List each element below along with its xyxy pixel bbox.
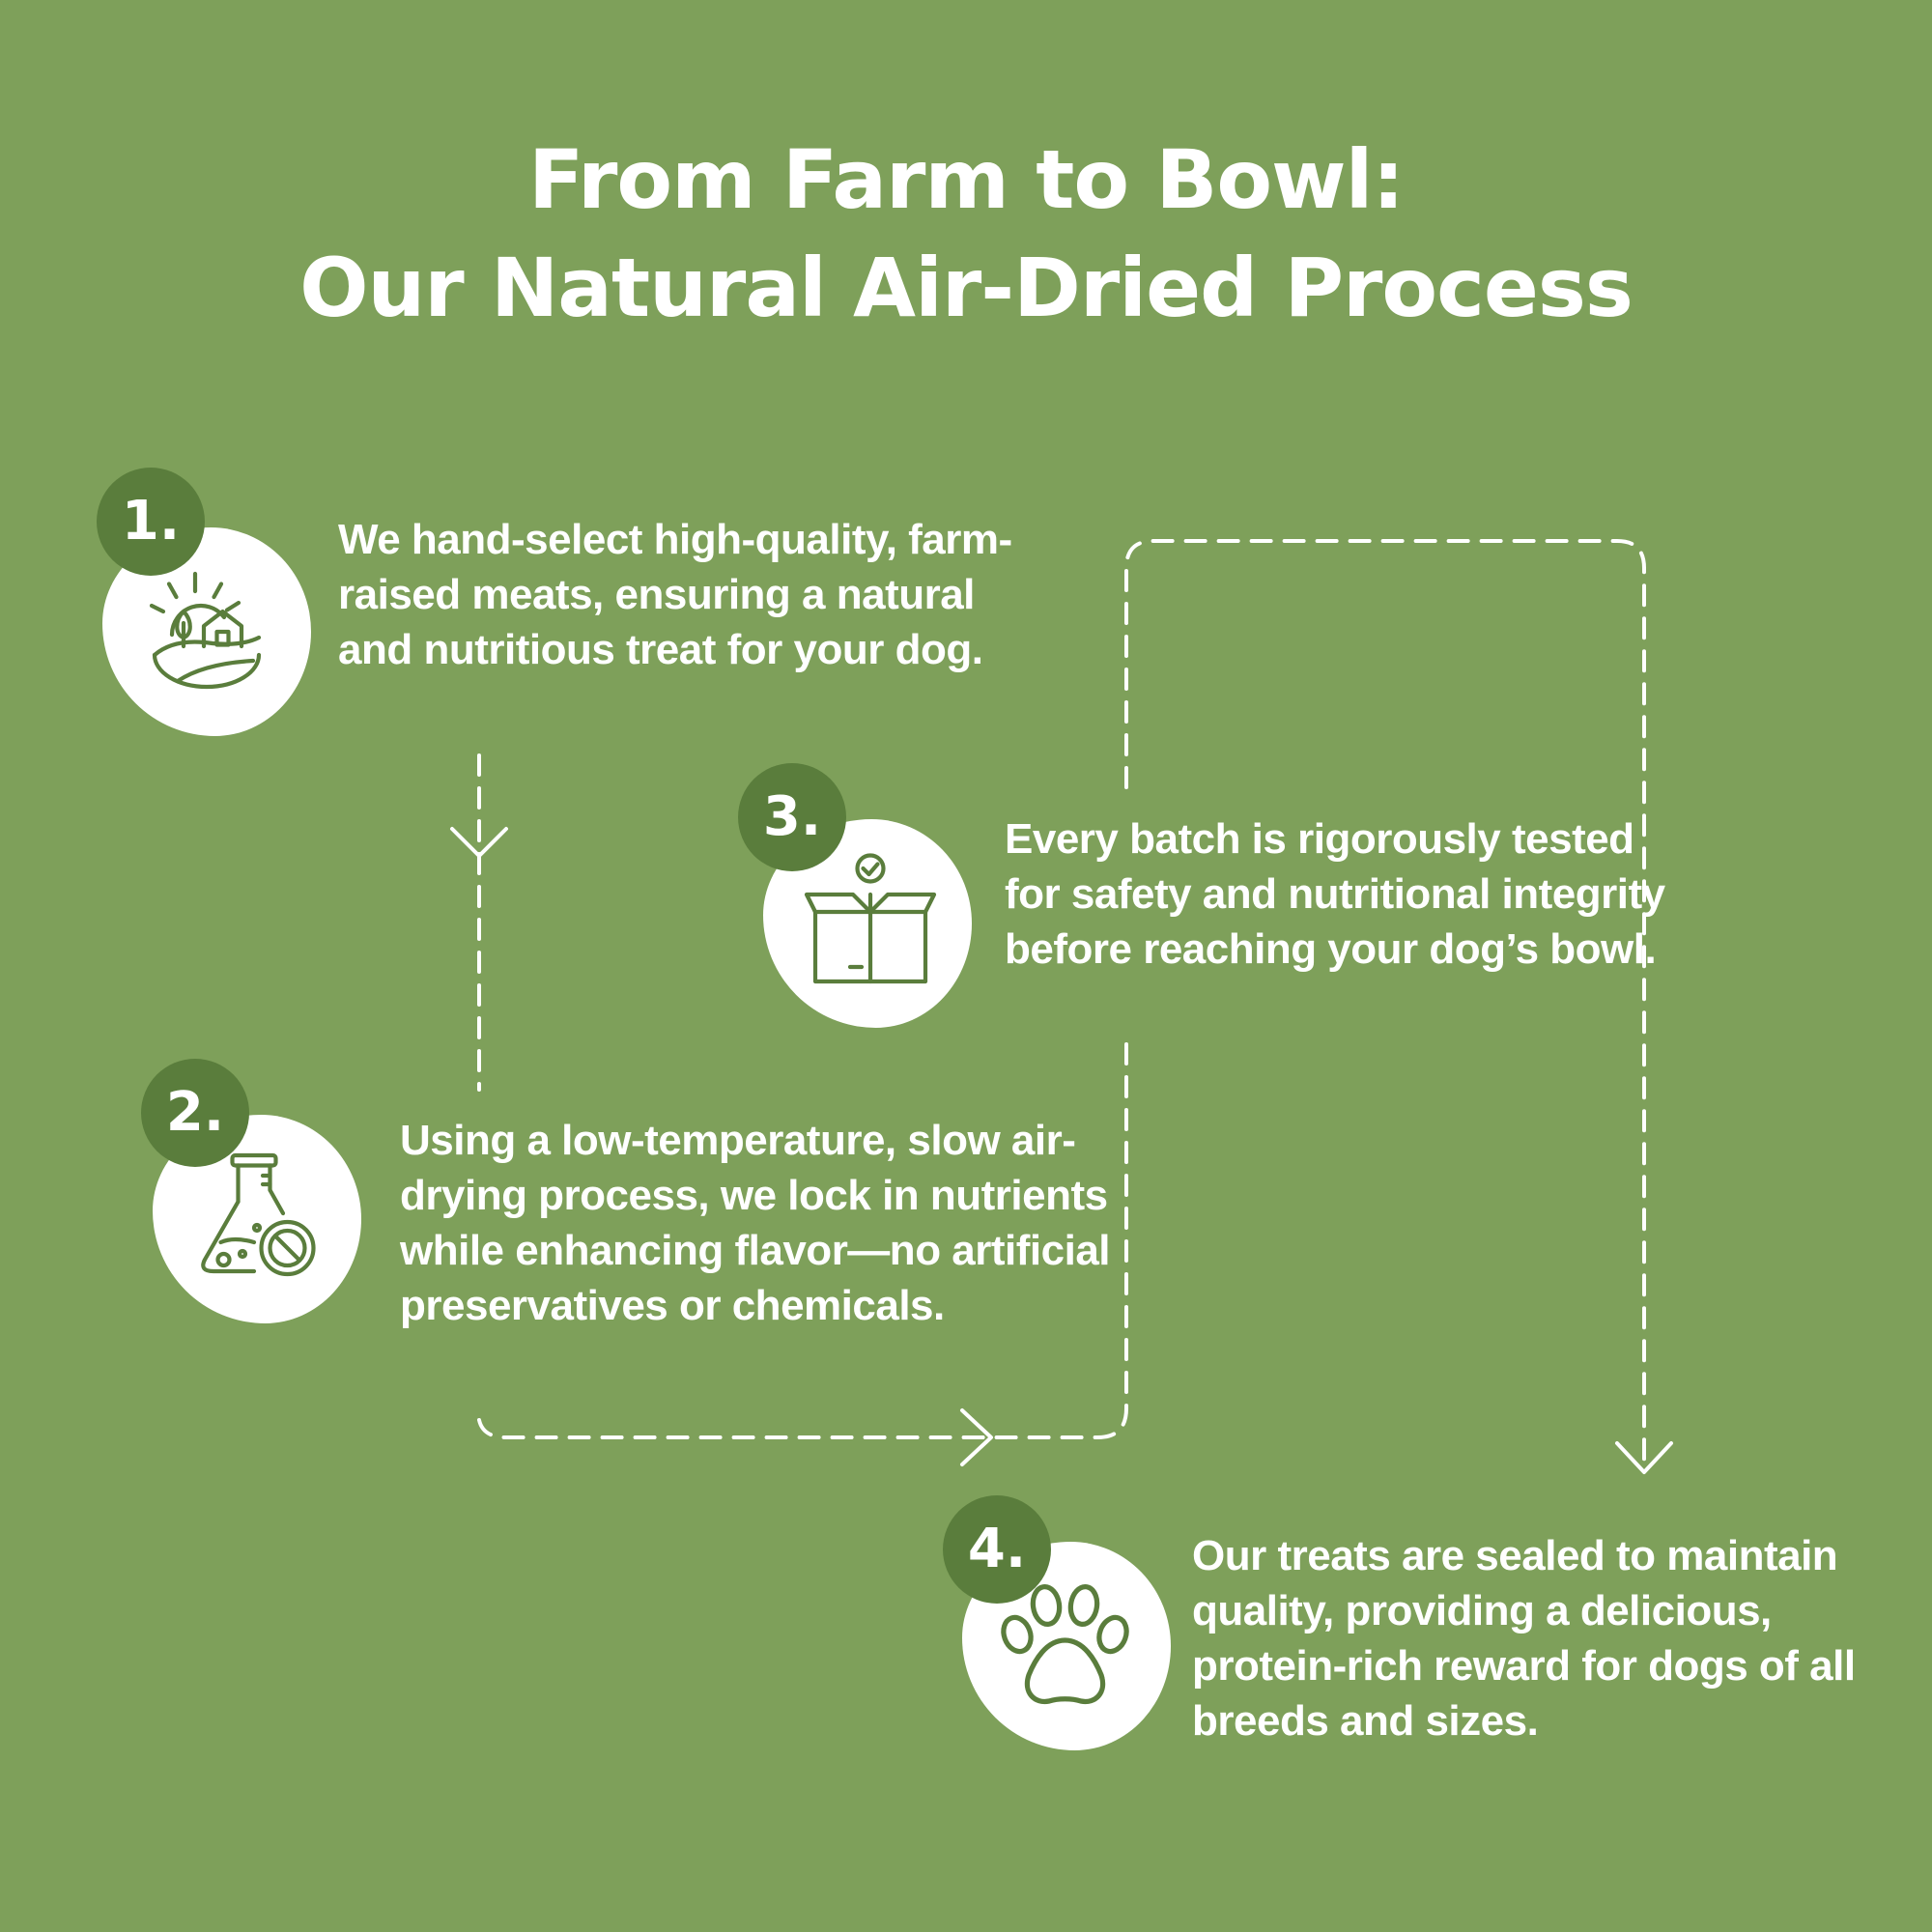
flask-no-chemicals-icon	[201, 1152, 316, 1277]
arrowhead-step3-to-step4	[1615, 1441, 1673, 1474]
farm-sun-icon	[149, 571, 262, 690]
step-2-text: Using a low-temperature, slow air-drying…	[400, 1117, 1111, 1329]
step-3-badge: 3.	[738, 763, 846, 871]
step-2-badge: 2.	[141, 1059, 249, 1167]
title-line-1: From Farm to Bowl:	[527, 132, 1405, 227]
step-4-text: Our treats are sealed to maintain qualit…	[1192, 1532, 1856, 1745]
title-line-2: Our Natural Air-Dried Process	[299, 241, 1634, 335]
step-4-badge: 4.	[943, 1495, 1051, 1604]
page-title: From Farm to Bowl: Our Natural Air-Dried…	[0, 126, 1932, 342]
box-checkmark-icon	[804, 853, 937, 984]
connector-step2-to-step3	[477, 1037, 1128, 1439]
arrowhead-step2-to-step3	[960, 1408, 993, 1466]
step-3-text: Every batch is rigorously tested for saf…	[1005, 815, 1665, 973]
connector-step3-up	[1124, 539, 1646, 1470]
step-1-text: We hand-select high-quality, farm-raised…	[338, 516, 1012, 673]
step-1-badge: 1.	[97, 468, 205, 576]
paw-icon	[1001, 1583, 1129, 1705]
arrowhead-step1-to-step2	[450, 827, 508, 858]
